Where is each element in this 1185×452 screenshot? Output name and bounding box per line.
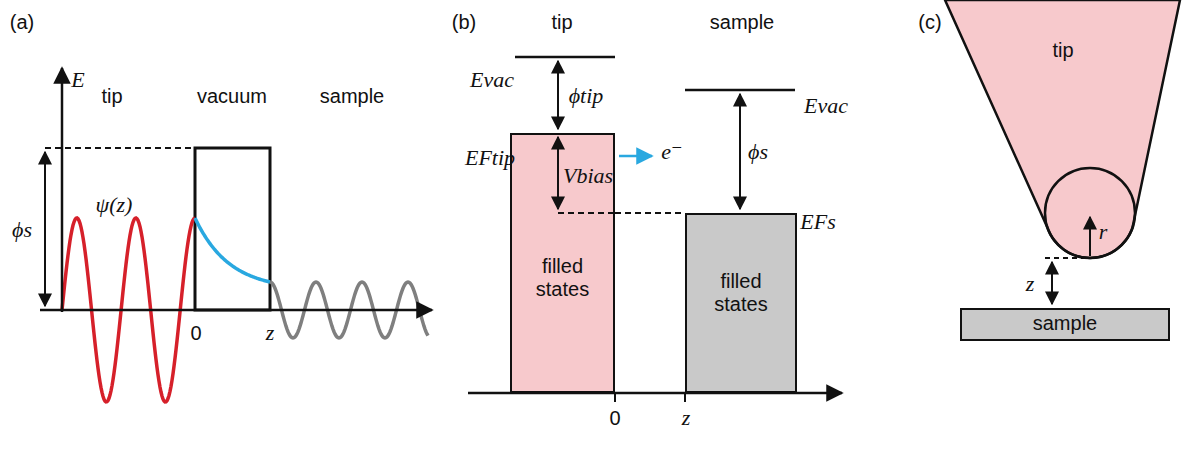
panel-letter: (b) bbox=[452, 11, 476, 33]
energy-label: ϕs bbox=[748, 140, 768, 164]
position-axis bbox=[40, 309, 432, 312]
bias-dashed bbox=[558, 212, 615, 214]
region-label: sample bbox=[320, 85, 384, 107]
axis-tick: z bbox=[266, 321, 275, 345]
apex-circle bbox=[1045, 168, 1135, 258]
vacuum-level-sample bbox=[685, 89, 795, 92]
tunneling-arrow bbox=[619, 155, 652, 158]
energy-label: ϕtip bbox=[569, 84, 604, 108]
energy-label: ϕs bbox=[12, 218, 32, 242]
axis-tick: 0 bbox=[190, 322, 201, 344]
tip-shape: tip bbox=[940, 0, 1185, 262]
energy-level-label: EFtip bbox=[465, 146, 515, 170]
vacuum-level-tip bbox=[515, 56, 615, 59]
sample-slab: sample bbox=[960, 308, 1170, 341]
energy-axis bbox=[61, 68, 64, 312]
electron-label: e⁻ bbox=[661, 140, 682, 164]
energy-level-label: EFs bbox=[800, 210, 835, 234]
bias-arrow bbox=[557, 137, 559, 209]
region-label: tip bbox=[101, 85, 122, 107]
panel-letter: (a) bbox=[10, 11, 34, 33]
barrier bbox=[195, 148, 270, 310]
energy-level-label: Evac bbox=[470, 68, 514, 92]
radius-arrow bbox=[1089, 217, 1091, 256]
node-text: sample bbox=[966, 312, 1164, 335]
axis-tick: z bbox=[682, 406, 691, 430]
wavefunction-decay bbox=[195, 218, 270, 282]
position-axis bbox=[468, 392, 842, 395]
energy-level-label: Evac bbox=[804, 94, 848, 118]
work-function-arrow bbox=[44, 152, 46, 306]
tick bbox=[684, 393, 686, 402]
tip-work-function-arrow bbox=[557, 61, 559, 129]
sample-work-function-arrow bbox=[739, 94, 741, 209]
dimension-label: z bbox=[1026, 272, 1035, 296]
panel-letter: (c) bbox=[918, 11, 941, 33]
tip-outline-path bbox=[945, 0, 1180, 258]
axis-label: E bbox=[71, 68, 84, 92]
gap-arrow bbox=[1051, 262, 1053, 304]
node-text: tip bbox=[1052, 39, 1073, 62]
tick bbox=[614, 393, 616, 402]
region-label: vacuum bbox=[197, 85, 267, 107]
node-text: filled states bbox=[691, 270, 791, 316]
axis-tick: 0 bbox=[609, 407, 620, 429]
column-heading: tip bbox=[551, 11, 572, 33]
node-text: filled states bbox=[516, 255, 609, 301]
barrier-height-line bbox=[45, 147, 195, 149]
wavefunction-label: ψ(z) bbox=[96, 193, 133, 217]
filled-states-band: filled states bbox=[510, 133, 615, 393]
sample-fermi-dashed bbox=[615, 212, 685, 214]
column-heading: sample bbox=[710, 11, 774, 33]
filled-states-band: filled states bbox=[685, 213, 797, 393]
